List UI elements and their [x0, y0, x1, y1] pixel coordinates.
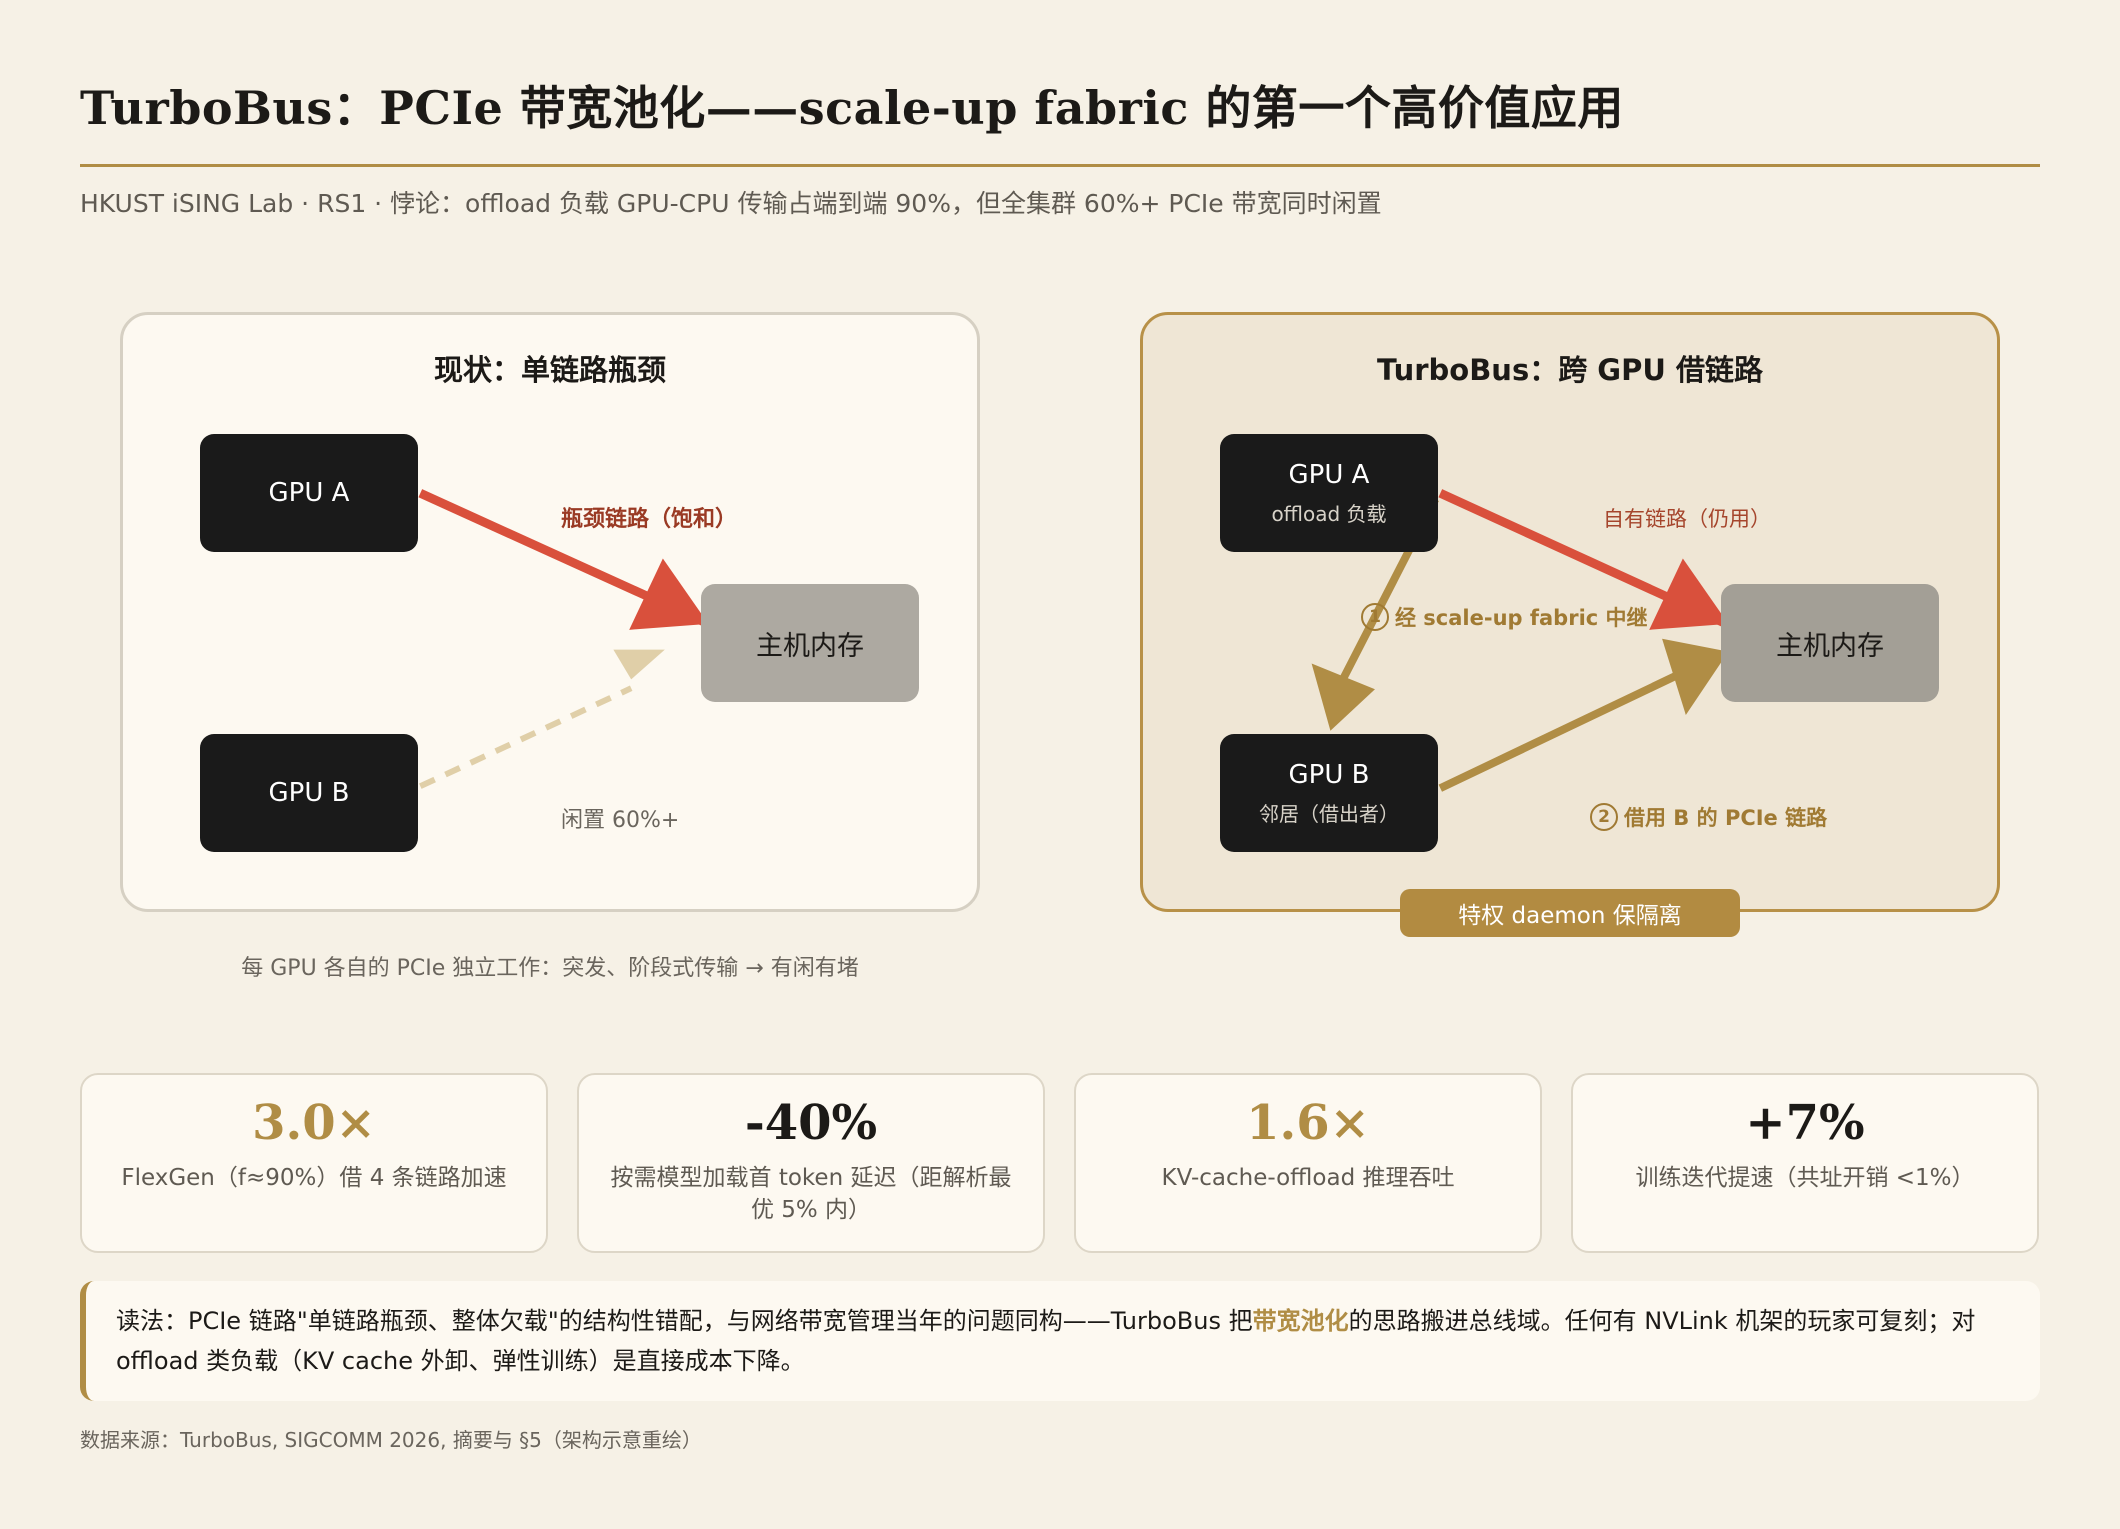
fabric-relay-arrowhead [1311, 663, 1375, 731]
right-host-memory-label: 主机内存 [1776, 630, 1884, 662]
right-gpu-b-node: GPU B 邻居（借出者） [1220, 734, 1438, 852]
stat-description: 训练迭代提速（共址开销 <1%） [1635, 1164, 1975, 1191]
current-state-arrows [418, 489, 713, 789]
right-host-memory-node: 主机内存 [1721, 584, 1939, 702]
turbobus-panel: TurboBus：跨 GPU 借链路 GPU A offload 负载 GPU … [1140, 312, 2000, 912]
left-gpu-b-label: GPU B [268, 778, 350, 808]
idle-link-arrow [419, 685, 633, 789]
borrowed-pcie-arrow [1438, 670, 1681, 792]
turbobus-arrows [1311, 489, 1731, 792]
stat-card-flexgen: 3.0× FlexGen（f≈90%）借 4 条链路加速 [80, 1073, 548, 1253]
left-gpu-a-node: GPU A [200, 434, 418, 552]
left-gpu-b-node: GPU B [200, 734, 418, 852]
stat-card-training: +7% 训练迭代提速（共址开销 <1%） [1571, 1073, 2039, 1253]
data-source: 数据来源：TurboBus, SIGCOMM 2026, 摘要与 §5（架构示意… [80, 1428, 702, 1452]
reading-note-text-continued: 的思路搬进总线域。任何有 NVLink 机架的玩家可复刻；对 offload 类… [116, 1307, 1976, 1375]
left-host-memory-node: 主机内存 [701, 584, 919, 702]
current-state-panel: 现状：单链路瓶颈 GPU A GPU B 主机内存 瓶颈链路（饱和） 闲置 60… [120, 312, 980, 912]
stat-value: +7% [1745, 1095, 1865, 1151]
left-gpu-a-label: GPU A [268, 478, 350, 508]
reading-note: 读法：PCIe 链路"单链路瓶颈、整体欠载"的结构性错配，与网络带宽管理当年的问… [80, 1281, 2040, 1401]
stat-value: 3.0× [252, 1095, 376, 1151]
privileged-daemon-badge: 特权 daemon 保隔离 [1400, 889, 1740, 937]
own-link-arrowhead [1649, 558, 1729, 630]
reading-note-text: 读法：PCIe 链路"单链路瓶颈、整体欠载"的结构性错配，与网络带宽管理当年的问… [116, 1307, 1253, 1335]
borrowed-pcie-arrowhead [1662, 638, 1729, 715]
turbobus-panel-title: TurboBus：跨 GPU 借链路 [1376, 353, 1764, 387]
left-host-memory-label: 主机内存 [756, 630, 864, 662]
stat-card-kv-cache: 1.6× KV-cache-offload 推理吞吐 [1074, 1073, 1542, 1253]
idle-arrowhead [613, 649, 665, 680]
right-gpu-b-sublabel: 邻居（借出者） [1259, 801, 1399, 826]
right-gpu-a-sublabel: offload 负载 [1271, 501, 1387, 526]
title-divider [80, 164, 2040, 167]
borrowed-pcie-text: 借用 B 的 PCIe 链路 [1624, 806, 1828, 830]
idle-link-label: 闲置 60%+ [561, 808, 680, 833]
right-gpu-b-label: GPU B [1288, 759, 1370, 790]
right-gpu-a-node: GPU A offload 负载 [1220, 434, 1438, 552]
step-one-marker: 1 [1361, 603, 1389, 631]
page-subtitle: HKUST iSING Lab · RS1 · 悖论：offload 负载 GP… [80, 189, 1382, 218]
stat-description: 按需模型加载首 token 延迟（距解析最优 5% 内） [610, 1164, 1012, 1223]
fabric-relay-text: 经 scale-up fabric 中继 [1395, 606, 1648, 630]
stat-description: KV-cache-offload 推理吞吐 [1161, 1164, 1455, 1191]
reading-note-highlight: 带宽池化 [1252, 1307, 1349, 1335]
right-gpu-a-label: GPU A [1288, 459, 1370, 490]
step-two-marker: 2 [1590, 803, 1618, 831]
stat-value: 1.6× [1246, 1095, 1370, 1151]
own-link-label: 自有链路（仍用） [1603, 507, 1771, 531]
page-title: TurboBus：PCIe 带宽池化——scale-up fabric 的第一个… [80, 81, 1624, 135]
bottleneck-link-label: 瓶颈链路（饱和） [561, 507, 738, 532]
stat-card-model-loading: -40% 按需模型加载首 token 延迟（距解析最优 5% 内） [577, 1073, 1045, 1253]
stat-description: FlexGen（f≈90%）借 4 条链路加速 [121, 1164, 507, 1191]
stat-value: -40% [744, 1095, 878, 1151]
current-state-title: 现状：单链路瓶颈 [433, 353, 666, 387]
bottleneck-arrowhead [629, 558, 709, 630]
current-state-caption: 每 GPU 各自的 PCIe 独立工作：突发、阶段式传输 → 有闲有堵 [241, 956, 859, 981]
